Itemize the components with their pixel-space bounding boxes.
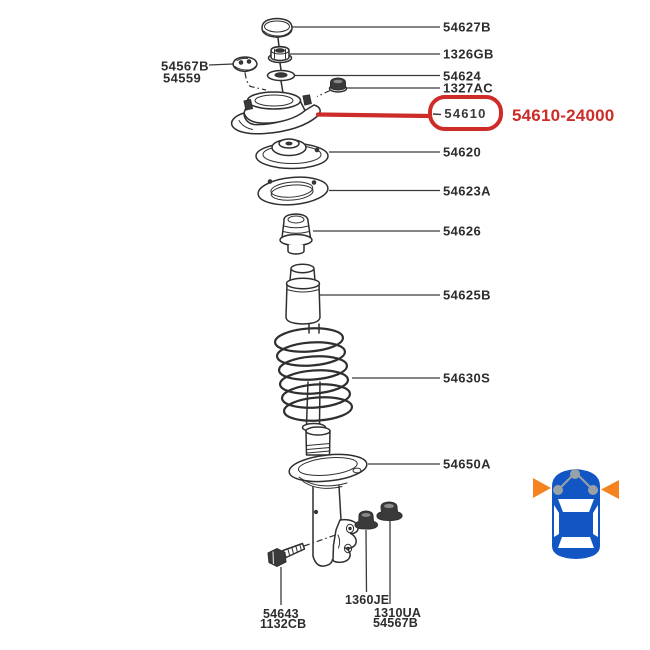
part-label-54567B-top[interactable]: 54567B <box>161 58 209 73</box>
part-drawing-spring-54630S <box>273 327 354 422</box>
part-label-54625B[interactable]: 54625B <box>443 287 491 303</box>
part-label-54630S[interactable]: 54630S <box>443 370 491 386</box>
part-drawing-cap-54567B <box>232 56 258 73</box>
part-label-54559[interactable]: 54559 <box>163 70 202 85</box>
vehicle-location-indicator <box>533 469 619 559</box>
part-drawing-bolt-54643 <box>267 542 306 568</box>
part-label-1132CB[interactable]: 1132CB <box>260 616 307 631</box>
part-drawing-nut-1360JE <box>354 510 379 530</box>
part-label-54623A[interactable]: 54623A <box>443 183 491 198</box>
part-label-54567B-bottom[interactable]: 54567B <box>373 615 418 630</box>
car-top-view-icon <box>552 469 600 559</box>
part-label-54620[interactable]: 54620 <box>443 144 482 160</box>
part-drawing-nut-1327AC <box>328 77 348 93</box>
part-drawing-mount-54610 <box>230 91 321 135</box>
part-drawing-strut-54650A <box>288 453 368 567</box>
part-label-54624[interactable]: 54624 <box>443 68 482 83</box>
part-label-54626[interactable]: 54626 <box>443 223 482 239</box>
part-drawing-washer-54624 <box>266 69 296 82</box>
highlight-leader-line <box>315 112 433 119</box>
selected-part-code: 54610 <box>444 105 487 121</box>
part-label-1360JE[interactable]: 1360JE <box>345 592 390 607</box>
part-drawing-nut-1310UA <box>376 501 403 522</box>
part-drawing-ring-54623A <box>257 176 329 206</box>
part-label-1326GB[interactable]: 1326GB <box>443 46 494 62</box>
part-label-54643[interactable]: 54643 <box>263 606 299 621</box>
part-label-54627B[interactable]: 54627B <box>443 19 491 35</box>
part-drawing-piston-rod <box>301 323 331 456</box>
leader-lines <box>208 26 440 605</box>
selected-part-highlight-box[interactable]: 54610 <box>428 95 503 131</box>
part-label-1310UA[interactable]: 1310UA <box>374 605 422 620</box>
part-drawing-seat-54620 <box>255 138 329 170</box>
part-drawing-cap-54627B <box>261 17 293 38</box>
part-label-1327AC[interactable]: 1327AC <box>443 80 494 96</box>
part-label-54650A[interactable]: 54650A <box>443 456 491 472</box>
part-drawing-boot-54625B <box>285 263 321 325</box>
part-drawing-bumper-54626 <box>279 213 313 255</box>
orange-triangle-right-icon <box>533 478 551 498</box>
selected-part-number: 54610-24000 <box>512 106 615 125</box>
orange-triangle-left-icon <box>601 480 619 499</box>
part-drawing-nut-1326GB <box>267 45 293 64</box>
